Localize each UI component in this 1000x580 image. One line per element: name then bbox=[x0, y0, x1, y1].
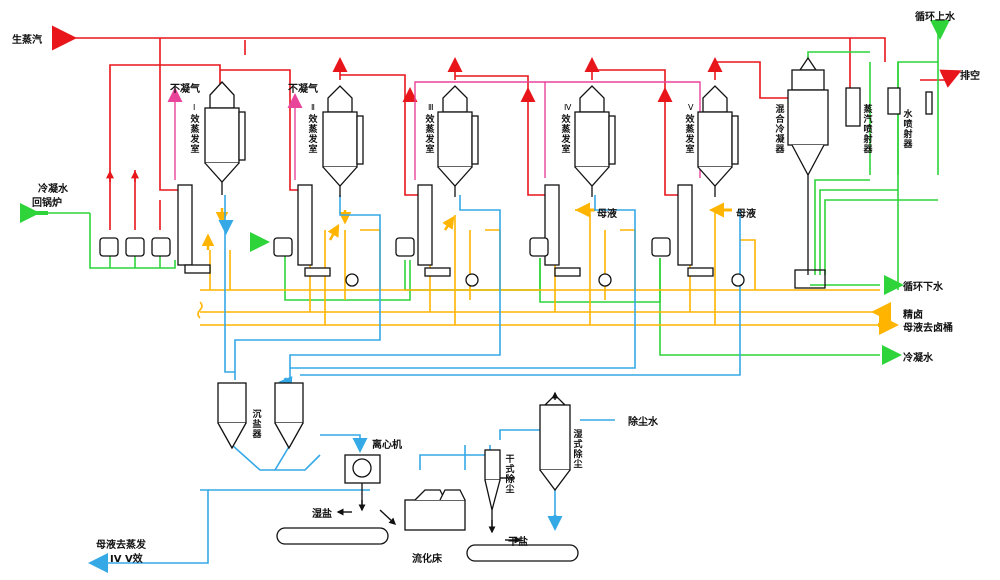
circ-pump-1 bbox=[184, 264, 211, 274]
cold-water-label: 冷凝水 bbox=[903, 353, 933, 364]
thickener-1 bbox=[217, 382, 247, 450]
evaporator-effect-2 bbox=[322, 85, 364, 197]
mixing-condenser-label: 混合冷凝器 bbox=[775, 105, 785, 155]
flash-pot-5 bbox=[395, 237, 415, 257]
mother-liquor-to-tank-label: 母液去卤桶 bbox=[903, 323, 953, 334]
evaporator-effect-5 bbox=[697, 85, 739, 197]
centrifuge bbox=[344, 454, 381, 508]
dry-salt-conveyor bbox=[466, 544, 579, 562]
thickener-label: 沉盐器 bbox=[252, 410, 262, 440]
flash-pot-6 bbox=[529, 237, 549, 257]
dust-water-label: 除尘水 bbox=[628, 417, 658, 428]
circulating-water-out-label: 循环下水 bbox=[903, 282, 943, 293]
cyclone bbox=[484, 449, 501, 532]
effect-4-label: 效蒸发室 bbox=[561, 115, 571, 155]
condensate-return-label: 冷凝水 bbox=[38, 184, 68, 195]
heater-5 bbox=[677, 184, 693, 266]
heater-3 bbox=[417, 184, 433, 266]
live-steam-label: 生蒸汽 bbox=[12, 35, 42, 46]
evaporator-effect-1 bbox=[204, 81, 246, 195]
wet-scrubber bbox=[539, 394, 571, 492]
centrifuge-label: 离心机 bbox=[372, 440, 402, 451]
transfer-pump-2 bbox=[345, 273, 359, 287]
flash-pot-3 bbox=[151, 237, 171, 257]
water-jet-pump bbox=[887, 87, 901, 115]
circ-pump-3 bbox=[424, 267, 451, 277]
fluid-bed-dryer-label: 流化床 bbox=[412, 554, 442, 565]
vent-label: 排空 bbox=[960, 71, 980, 82]
transfer-pump-3 bbox=[465, 273, 479, 287]
mother-liquor-out-label-1: 母液去蒸发 bbox=[96, 540, 146, 551]
wet-scrubber-label: 湿式除尘 bbox=[573, 430, 583, 470]
wet-salt-conveyor bbox=[276, 527, 389, 545]
effect-5-label: 效蒸发室 bbox=[685, 115, 695, 155]
circ-pump-4 bbox=[554, 267, 581, 277]
transfer-pump-4 bbox=[598, 273, 612, 287]
effect-2-label: 效蒸发室 bbox=[308, 115, 318, 155]
noncondensable-label-1: 不凝气 bbox=[170, 84, 200, 95]
flash-pot-2 bbox=[125, 237, 145, 257]
mother-liquor-out-label-2: IV V效 bbox=[110, 554, 143, 565]
circ-pump-5 bbox=[687, 267, 714, 277]
flash-pot-7 bbox=[651, 237, 671, 257]
circ-pump-2 bbox=[304, 267, 331, 277]
dry-salt-label: 干盐 bbox=[508, 537, 528, 548]
fluid-bed-dryer bbox=[404, 489, 466, 531]
steam-ejector bbox=[845, 87, 861, 127]
vent-valve bbox=[925, 91, 933, 115]
evaporator-effect-4 bbox=[574, 85, 616, 197]
flash-pot-4 bbox=[273, 237, 293, 257]
thickener-2 bbox=[274, 382, 304, 450]
effect-3-label: 效蒸发室 bbox=[425, 115, 435, 155]
circulating-water-in-label: 循环上水 bbox=[915, 12, 955, 23]
cyclone-label: 干式除尘 bbox=[505, 455, 515, 495]
effect-1-number: Ⅰ bbox=[193, 103, 195, 112]
heater-1 bbox=[177, 184, 193, 266]
effect-1-label: 效蒸发室 bbox=[190, 115, 200, 155]
mother-liquor-label-2: 母液 bbox=[736, 209, 756, 220]
equipment bbox=[99, 56, 933, 562]
effect-2-number: Ⅱ bbox=[311, 103, 315, 112]
condensate-return-boiler-label: 回锅炉 bbox=[32, 198, 62, 209]
effect-5-number: Ⅴ bbox=[688, 103, 694, 112]
water-jet-pump-label: 水喷射器 bbox=[903, 110, 913, 150]
refined-brine-label: 精卤 bbox=[903, 310, 923, 321]
evaporator-effect-3 bbox=[437, 85, 479, 197]
steam-ejector-label: 蒸汽喷射器 bbox=[863, 105, 873, 155]
effect-3-number: Ⅲ bbox=[428, 103, 434, 112]
wet-salt-label: 湿盐 bbox=[312, 509, 332, 520]
mother-liquor-label-1: 母液 bbox=[597, 209, 617, 220]
mixing-condenser bbox=[787, 56, 829, 289]
transfer-pump-5 bbox=[731, 273, 745, 287]
flash-pot-1 bbox=[99, 237, 119, 257]
noncondensable-label-2: 不凝气 bbox=[288, 84, 318, 95]
effect-4-number: Ⅳ bbox=[564, 103, 572, 112]
heater-2 bbox=[297, 184, 313, 266]
